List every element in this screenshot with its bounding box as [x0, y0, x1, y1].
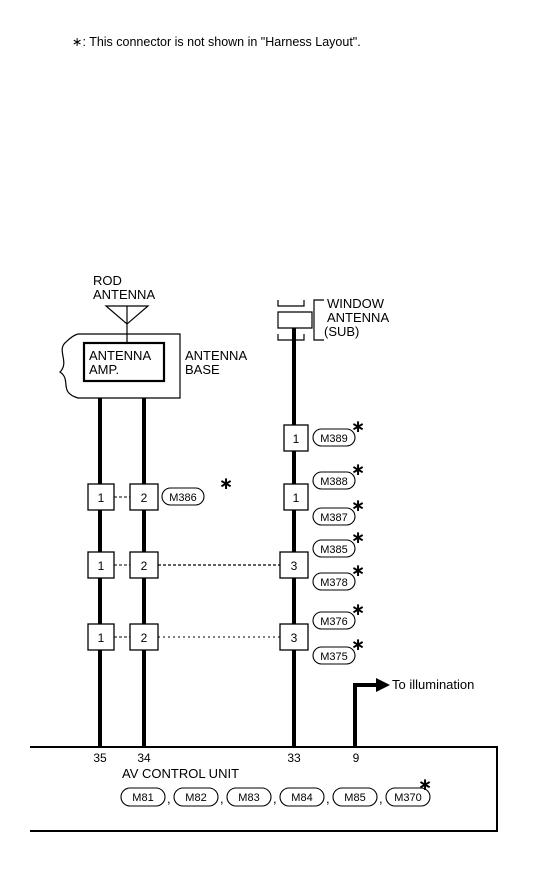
wire-9 [353, 683, 378, 747]
terminal-33: 33 [287, 751, 301, 765]
separator: , [273, 791, 277, 806]
window-antenna-line-2: ANTENNA [327, 310, 389, 325]
antenna-base-line-1: ANTENNA [185, 348, 247, 363]
separator: , [220, 791, 224, 806]
pin-label: 2 [141, 631, 148, 645]
separator: , [379, 791, 383, 806]
terminal-34: 34 [137, 751, 151, 765]
pin-label: 3 [291, 631, 298, 645]
connector-m389: M389 ∗ [312, 417, 365, 447]
unit-connector-m370: M370 ∗ [385, 775, 432, 807]
window-antenna-bracket [313, 299, 324, 341]
connector-label: M83 [238, 792, 259, 804]
star-marker: ∗ [351, 496, 365, 515]
star-marker: ∗ [351, 600, 365, 619]
unit-connector-m84: M84 [279, 787, 325, 807]
harness-note: ∗: This connector is not shown in "Harne… [72, 35, 361, 49]
connector-m376: M376 ∗ [312, 600, 365, 630]
connector-label: M378 [320, 577, 348, 589]
pin-box-m387: 1 [283, 483, 309, 511]
unit-connector-m85: M85 [332, 787, 378, 807]
connector-label: M84 [291, 792, 312, 804]
pin-box-m376-b: 2 [129, 623, 159, 651]
rod-antenna-line-2: ANTENNA [93, 287, 155, 302]
to-illumination-label: To illumination [392, 677, 474, 692]
pin-box-m376-a: 1 [87, 623, 115, 651]
connector-m375: M375 ∗ [312, 635, 365, 665]
terminal-9: 9 [353, 751, 360, 765]
unit-connector-m83: M83 [226, 787, 272, 807]
unit-connector-m82: M82 [173, 787, 219, 807]
window-antenna-symbol [277, 300, 313, 341]
av-control-unit-outline [30, 746, 498, 832]
star-marker: ∗ [351, 417, 365, 436]
antenna-amp-box [82, 341, 166, 383]
pin-box-m385-a: 1 [87, 551, 115, 579]
av-control-unit-label: AV CONTROL UNIT [122, 766, 239, 781]
connector-m385: M385 ∗ [312, 528, 365, 558]
pin-box-m386-a: 1 [87, 483, 115, 511]
arrow-head [376, 678, 390, 692]
connector-label: M388 [320, 476, 348, 488]
pin-box-m385-b: 2 [129, 551, 159, 579]
pin-label: 2 [141, 491, 148, 505]
star-marker: ∗ [418, 775, 432, 794]
connector-label: M81 [132, 792, 153, 804]
pin-label: 1 [98, 491, 105, 505]
connector-m388: M388 ∗ [312, 460, 365, 490]
pin-label: 1 [293, 432, 300, 446]
connector-label: M370 [394, 792, 422, 804]
connector-label: M375 [320, 651, 348, 663]
pin-label: 1 [98, 631, 105, 645]
connector-label: M387 [320, 512, 348, 524]
pin-box-m386-b: 2 [129, 483, 159, 511]
connector-m386: M386 ∗ [161, 474, 233, 506]
terminal-35: 35 [93, 751, 107, 765]
rod-antenna-label: ROD ANTENNA [93, 273, 155, 302]
star-marker: ∗ [219, 474, 233, 493]
pin-box-m378: 3 [279, 551, 309, 579]
connector-m387: M387 ∗ [312, 496, 365, 526]
separator: , [326, 791, 330, 806]
connector-label: M389 [320, 433, 348, 445]
star-marker: ∗ [351, 528, 365, 547]
star-marker: ∗ [351, 460, 365, 479]
rod-antenna-line-1: ROD [93, 273, 122, 288]
pin-label: 1 [98, 559, 105, 573]
pin-label: 1 [293, 491, 300, 505]
connector-label: M85 [344, 792, 365, 804]
antenna-base-outline [59, 333, 181, 399]
antenna-base-line-2: BASE [185, 362, 220, 377]
connector-label: M82 [185, 792, 206, 804]
pin-box-m375: 3 [279, 623, 309, 651]
antenna-amp-line-2: AMP. [89, 362, 119, 377]
unit-connector-m81: M81 [120, 787, 166, 807]
pin-label: 2 [141, 559, 148, 573]
star-marker: ∗ [351, 635, 365, 654]
star-marker: ∗ [351, 561, 365, 580]
connector-label: M386 [169, 492, 197, 504]
window-antenna-line-1: WINDOW [327, 296, 385, 311]
pin-label: 3 [291, 559, 298, 573]
separator: , [167, 791, 171, 806]
window-antenna-line-3: (SUB) [324, 324, 359, 339]
rod-antenna-symbol [104, 305, 150, 342]
antenna-amp-line-1: ANTENNA [89, 348, 151, 363]
connector-m378: M378 ∗ [312, 561, 365, 591]
pin-box-m389: 1 [283, 424, 309, 452]
connector-label: M376 [320, 616, 348, 628]
connector-label: M385 [320, 544, 348, 556]
